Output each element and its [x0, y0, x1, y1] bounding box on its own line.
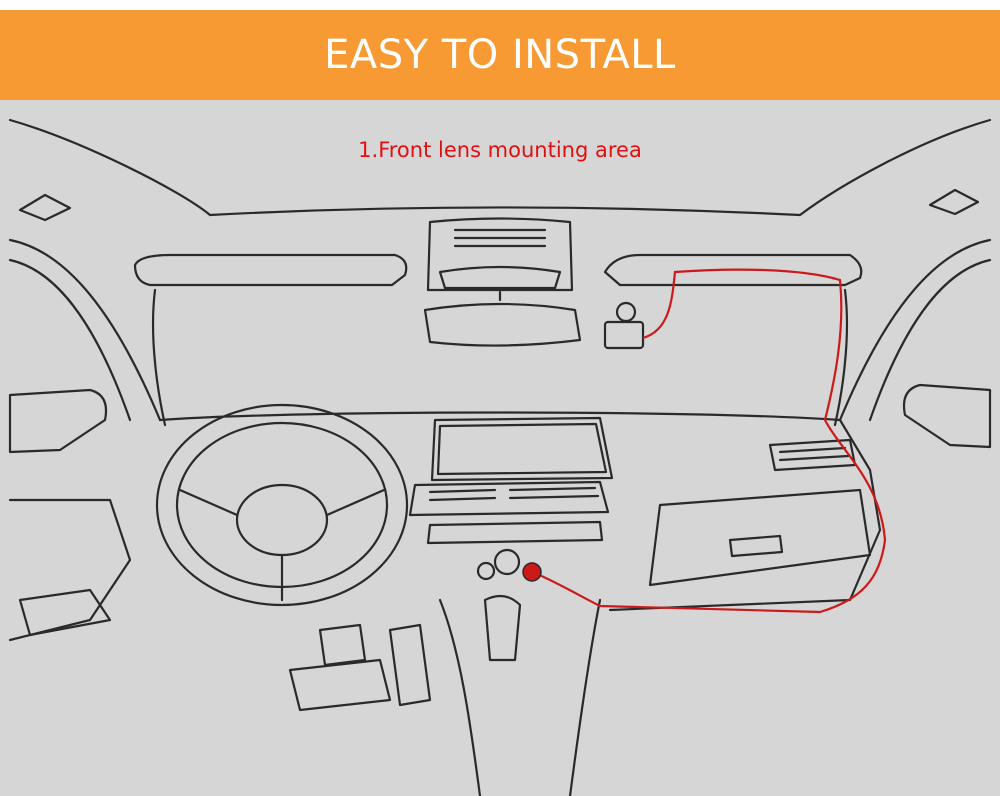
- left-side-mirror: [8, 388, 108, 454]
- header-banner: EASY TO INSTALL: [0, 10, 1000, 100]
- gear-shifter: [483, 594, 522, 662]
- overhead-console: [426, 217, 574, 292]
- glovebox: [648, 488, 872, 587]
- roof-outline: [8, 118, 992, 217]
- banner-title: EASY TO INSTALL: [324, 32, 676, 78]
- steering-wheel: [155, 403, 409, 607]
- car-interior-illustration: [8, 118, 992, 796]
- power-cable: [534, 268, 887, 614]
- rearview-mirror: [423, 302, 582, 347]
- pedal: [318, 623, 367, 667]
- windshield-frame: [151, 288, 849, 427]
- mounting-area-caption: 1.Front lens mounting area: [358, 138, 642, 162]
- right-side-mirror: [902, 383, 992, 449]
- left-sun-visor: [133, 253, 408, 287]
- power-socket: [522, 562, 542, 582]
- center-console: [438, 598, 482, 796]
- dashboard-top: [158, 411, 882, 612]
- center-display: [430, 416, 614, 482]
- center-air-vent: [408, 480, 610, 517]
- dashcam-unit: [603, 320, 645, 350]
- car-interior-diagram: [0, 100, 1000, 796]
- right-sun-visor: [603, 253, 863, 287]
- left-door-panel: [8, 498, 132, 642]
